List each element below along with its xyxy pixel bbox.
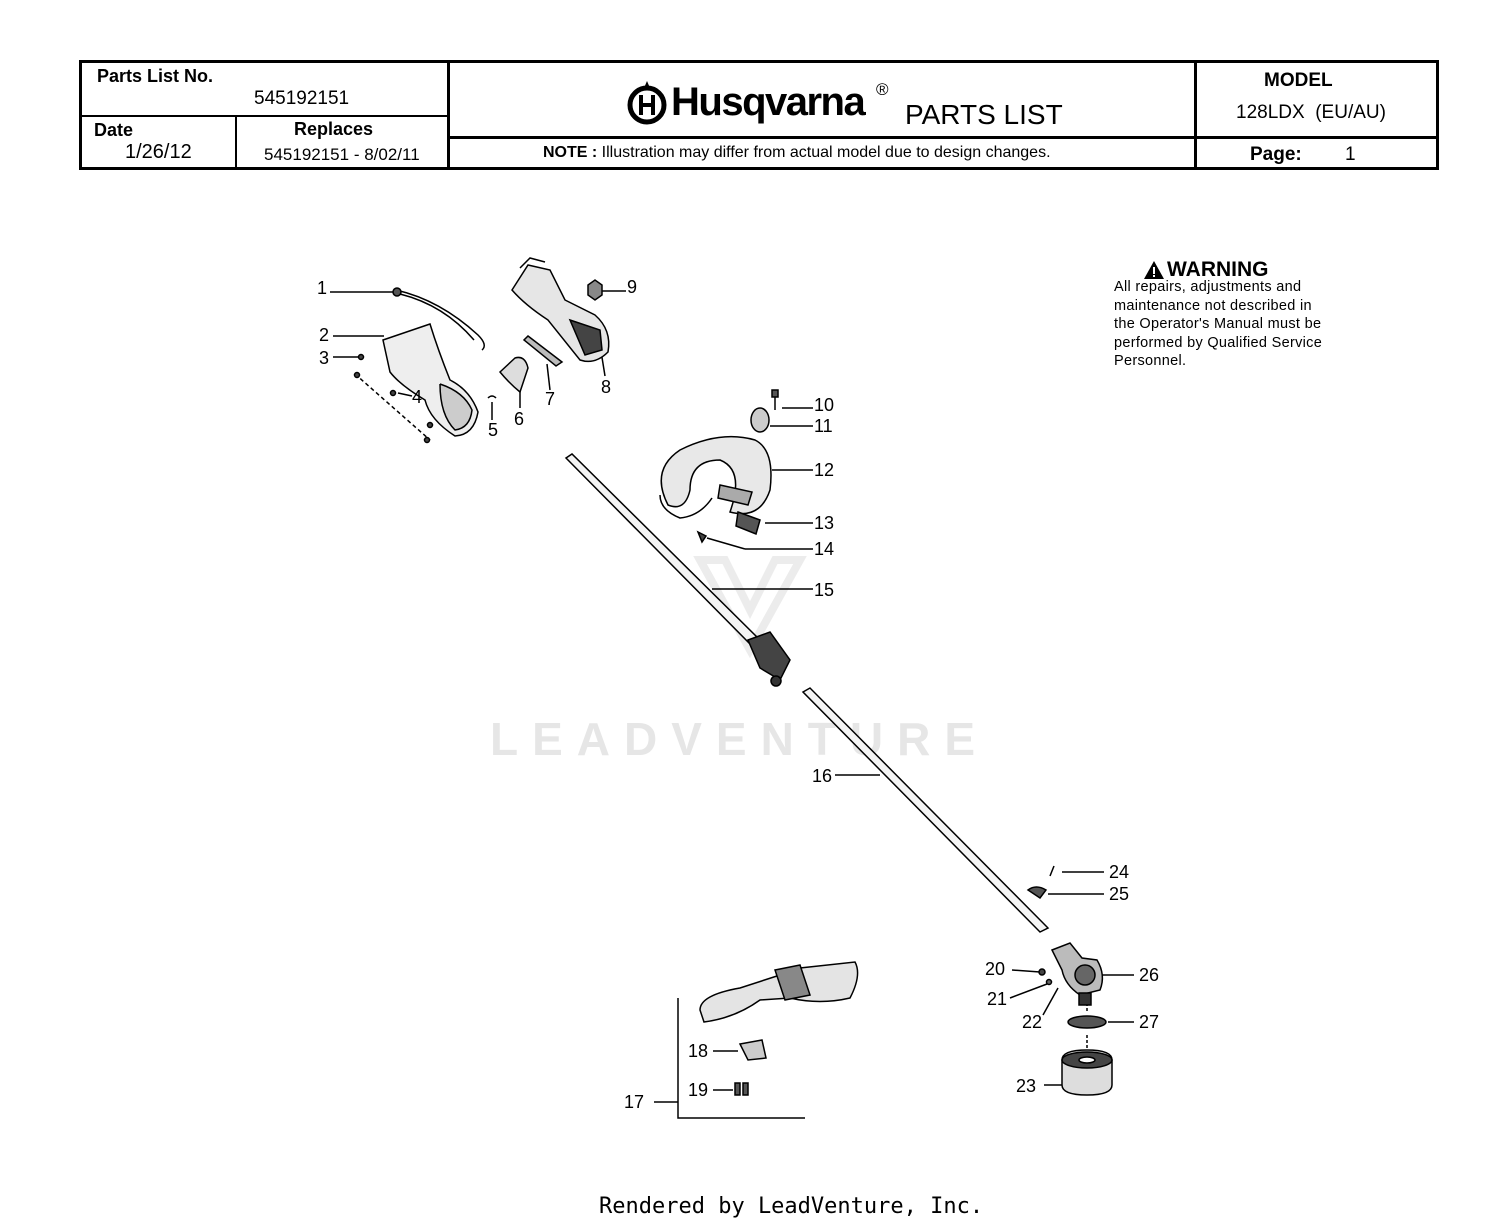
warning-title: WARNING [1167, 258, 1269, 281]
callout-20: 20 [985, 959, 1006, 979]
warning-line: the Operator's Manual must be [1114, 316, 1322, 332]
callout-24: 24 [1109, 862, 1130, 882]
part-lower-shaft [801, 687, 1050, 933]
callout-1: 1 [317, 278, 328, 298]
husqvarna-crown-icon [627, 81, 667, 125]
part-screw-20 [1038, 968, 1046, 976]
part-loop-handle [659, 435, 772, 519]
note-label: NOTE : [543, 144, 598, 161]
part-handle-housing [382, 323, 479, 437]
watermark-logo-icon [693, 556, 807, 659]
part-screws-19 [734, 1082, 749, 1096]
callout-6: 6 [514, 409, 525, 429]
part-shaft-clamp [1026, 886, 1048, 900]
part-screw-3 [357, 353, 365, 361]
replaces-value: 545192151 - 8/02/11 [264, 145, 420, 164]
parts-list-no-label: Parts List No. [97, 66, 214, 86]
part-guard-shield [699, 961, 859, 1023]
registered-mark: ® [876, 80, 889, 99]
callout-7: 7 [545, 389, 556, 409]
part-throttle-trigger [498, 356, 529, 394]
callout-23: 23 [1016, 1076, 1037, 1096]
part-clamp [750, 407, 770, 433]
part-line-cutter [738, 1039, 767, 1061]
callout-22: 22 [1022, 1012, 1043, 1032]
parts-list-no: 545192151 [254, 88, 350, 109]
parts-list-title: PARTS LIST [905, 99, 1063, 130]
callout-13: 13 [814, 513, 835, 533]
callout-5: 5 [488, 420, 499, 440]
callout-12: 12 [814, 460, 835, 480]
callout-15: 15 [814, 580, 835, 600]
warning-triangle-icon [1144, 261, 1164, 279]
callout-14: 14 [814, 539, 835, 559]
part-spring [487, 395, 497, 399]
part-gearhead [1050, 942, 1104, 1006]
part-handle-bracket [735, 510, 761, 536]
callout-8: 8 [601, 377, 612, 397]
callout-17: 17 [624, 1092, 645, 1112]
part-washer [1067, 1015, 1107, 1029]
callout-26: 26 [1139, 965, 1160, 985]
note-line: NOTE : Illustration may differ from actu… [543, 144, 1051, 162]
callout-21: 21 [987, 989, 1008, 1009]
part-handle [511, 257, 610, 363]
note-text: Illustration may differ from actual mode… [601, 144, 1051, 161]
callout-3: 3 [319, 348, 330, 368]
header-divider [1194, 60, 1197, 170]
header-divider [447, 136, 1439, 139]
header-divider [235, 115, 237, 170]
part-washer-21 [1045, 978, 1053, 986]
part-screw-10 [771, 389, 779, 410]
replaces-label: Replaces [294, 119, 374, 139]
date-label: Date [94, 120, 134, 140]
footer-credit: Rendered by LeadVenture, Inc. [599, 1194, 984, 1219]
part-trimmer-head [1061, 1049, 1113, 1096]
leader-lines [330, 290, 1134, 1119]
callout-27: 27 [1139, 1012, 1160, 1032]
part-upper-shaft [564, 453, 791, 687]
page-label: Page: [1250, 144, 1302, 165]
callout-18: 18 [688, 1041, 709, 1061]
part-throttle-cable [392, 287, 485, 351]
warning-line: maintenance not described in [1114, 297, 1312, 314]
part-pin [1049, 865, 1055, 877]
callout-10: 10 [814, 395, 835, 415]
model-label: MODEL [1264, 70, 1333, 91]
callout-2: 2 [319, 325, 330, 345]
warning-line: Personnel. [1114, 353, 1187, 369]
warning-line: All repairs, adjustments and [1114, 279, 1302, 295]
warning-line: performed by Qualified Service [1114, 334, 1323, 351]
callout-16: 16 [812, 766, 833, 786]
callout-25: 25 [1109, 884, 1130, 904]
callout-19: 19 [688, 1080, 709, 1100]
header-divider [79, 115, 449, 117]
part-screw-14 [696, 530, 708, 544]
page-number: 1 [1345, 144, 1356, 165]
part-nut [587, 279, 603, 301]
date-value: 1/26/12 [125, 141, 192, 163]
callout-9: 9 [627, 277, 638, 297]
model-value: 128LDX (EU/AU) [1236, 102, 1386, 123]
part-lockout-lever [522, 335, 564, 367]
callout-4: 4 [412, 387, 423, 407]
callout-11: 11 [814, 416, 833, 436]
watermark-text: LEADVENTURE [490, 713, 990, 765]
brand-name: Husqvarna [671, 80, 866, 124]
